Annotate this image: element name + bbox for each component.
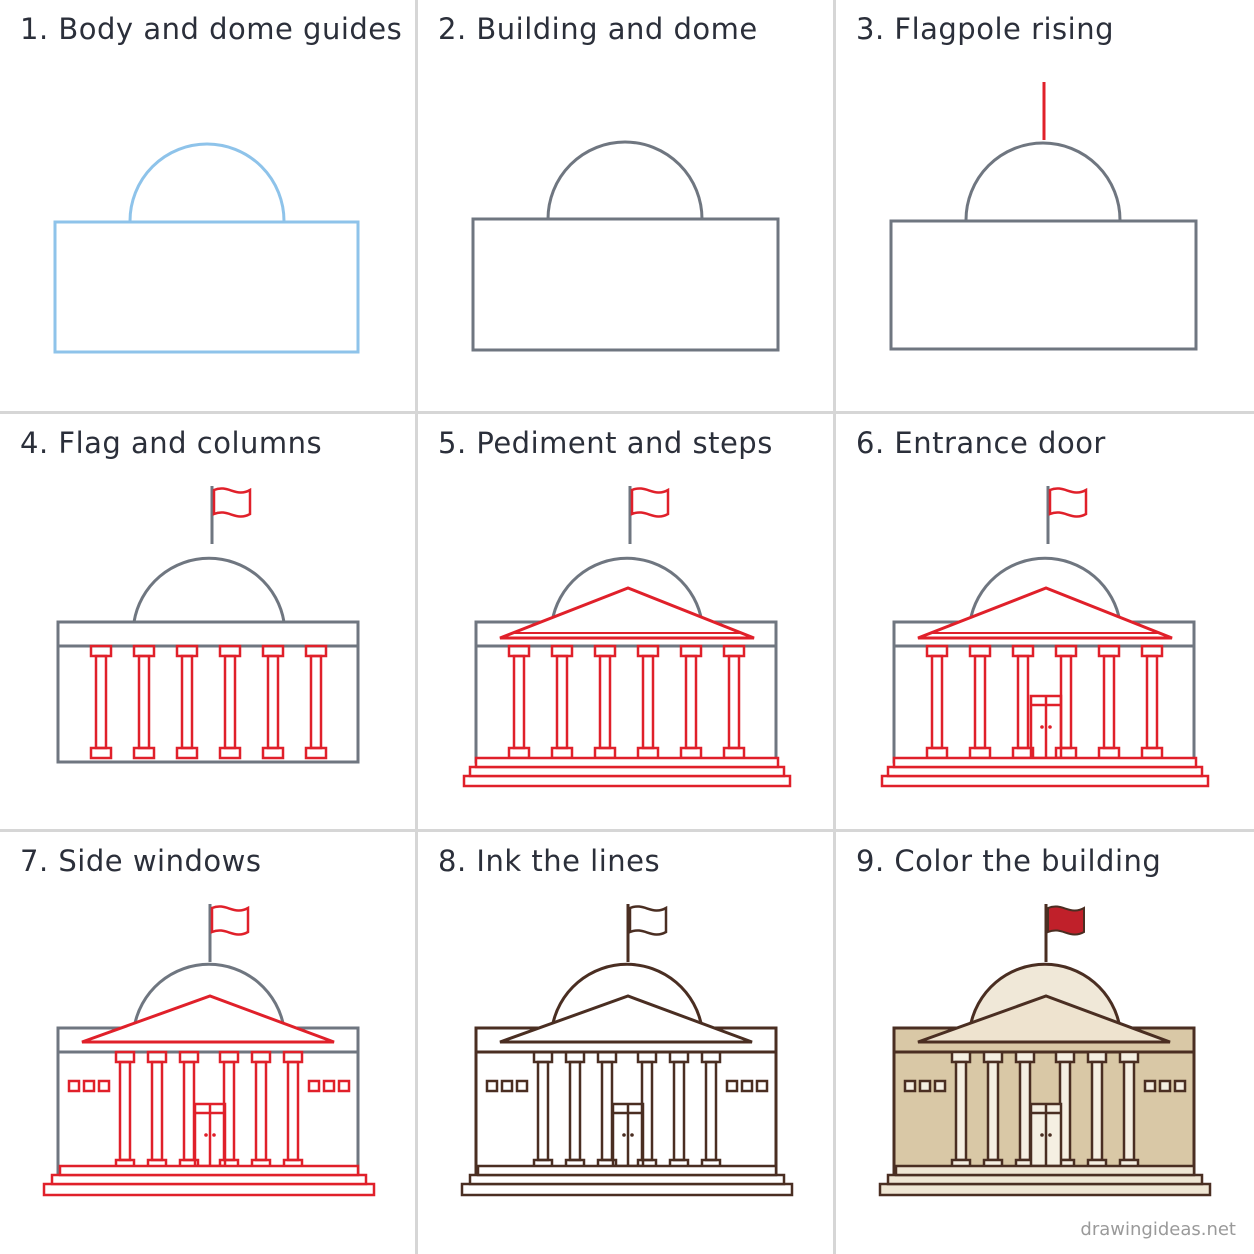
step-drawing-1 xyxy=(53,142,360,354)
step-title: 4. Flag and columns xyxy=(20,426,323,460)
step-title: 3. Flagpole rising xyxy=(856,12,1115,46)
step-panel-7: 7. Side windows xyxy=(0,832,418,1254)
step-drawing-4 xyxy=(56,486,360,764)
step-panel-5: 5. Pediment and steps xyxy=(418,414,836,832)
step-drawing-3 xyxy=(889,82,1198,351)
step-panel-6: 6. Entrance door xyxy=(836,414,1254,832)
step-drawing-7 xyxy=(42,904,376,1197)
step-title: 1. Body and dome guides xyxy=(20,12,403,46)
step-drawing-5 xyxy=(462,486,792,788)
step-panel-3: 3. Flagpole rising xyxy=(836,0,1254,414)
step-title: 8. Ink the lines xyxy=(438,844,661,878)
step-panel-8: 8. Ink the lines xyxy=(418,832,836,1254)
step-title: 5. Pediment and steps xyxy=(438,426,773,460)
step-panel-2: 2. Building and dome xyxy=(418,0,836,414)
step-title: 7. Side windows xyxy=(20,844,262,878)
step-title: 2. Building and dome xyxy=(438,12,758,46)
step-panel-4: 4. Flag and columns xyxy=(0,414,418,832)
step-title: 6. Entrance door xyxy=(856,426,1106,460)
step-drawing-8 xyxy=(460,904,794,1197)
step-panel-9: 9. Color the building xyxy=(836,832,1254,1254)
step-drawing-6 xyxy=(880,486,1210,788)
step-panel-1: 1. Body and dome guides xyxy=(0,0,418,414)
step-drawing-2 xyxy=(471,140,780,352)
step-drawing-9 xyxy=(878,904,1212,1197)
watermark: drawingideas.net xyxy=(1080,1219,1236,1240)
step-title: 9. Color the building xyxy=(856,844,1162,878)
